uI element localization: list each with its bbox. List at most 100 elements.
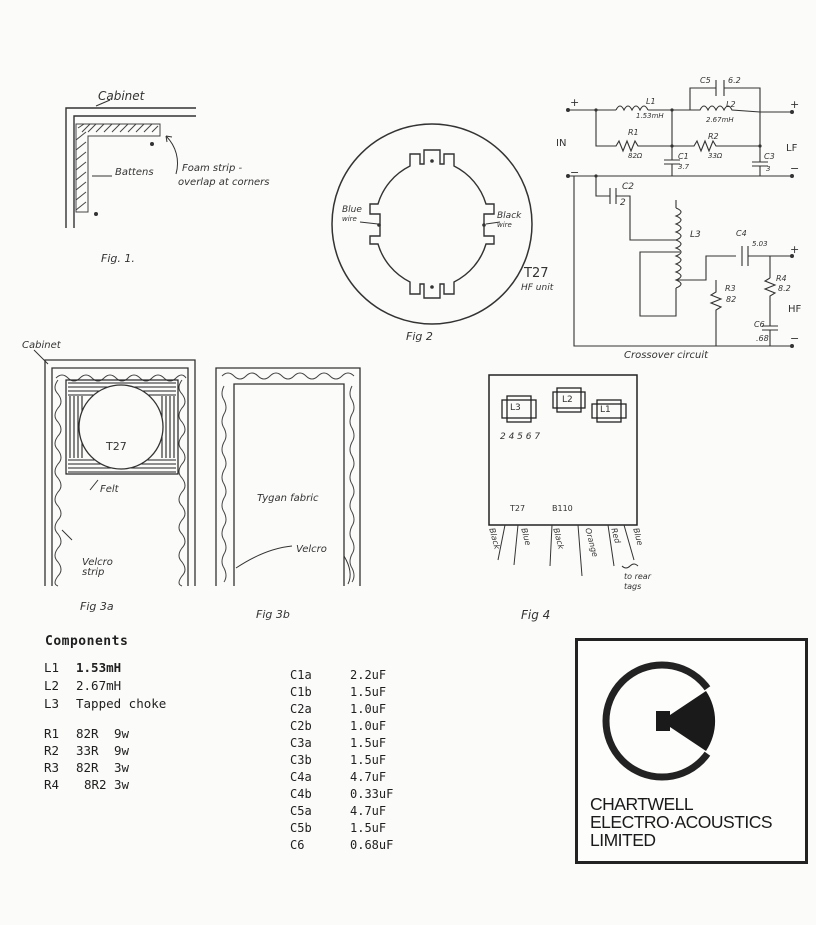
fig4-b110: B110 — [552, 504, 573, 513]
lf-label: LF — [786, 143, 798, 154]
r4-label: R4 — [776, 274, 787, 283]
lf-minus: − — [790, 162, 800, 175]
l2-label: L2 — [726, 100, 736, 109]
r3-resistor — [709, 280, 723, 316]
c6-label: C6 — [754, 320, 765, 329]
in-minus: − — [570, 166, 580, 179]
c5-branch — [689, 87, 761, 112]
fig3b-velcro-leader-left — [235, 545, 293, 569]
hf-label: HF — [788, 304, 802, 315]
fig3a-caption: Fig 3a — [80, 600, 114, 613]
c4-value: 5.03 — [752, 240, 768, 248]
fig3a-felt-label: Felt — [100, 484, 119, 495]
fig3b-fabric-label: Tygan fabric — [257, 493, 319, 504]
fig2-caption: Fig 2 — [406, 330, 433, 343]
r2-label: R2 — [708, 132, 719, 141]
fig1-foam-leader — [165, 135, 179, 175]
c2-capacitor — [595, 176, 644, 241]
c5-label: C5 — [700, 76, 711, 85]
c3-label: C3 — [764, 152, 775, 161]
fig4-wire-0: Black — [487, 527, 502, 551]
c1-label: C1 — [678, 152, 689, 161]
fig3b-velcro-leader-right — [343, 555, 351, 585]
crossover-caption: Crossover circuit — [624, 350, 709, 361]
l1-value: 1.53mH — [636, 112, 664, 120]
r2-value: 33Ω — [708, 152, 723, 160]
l3-label: L3 — [690, 230, 701, 240]
r1-label: R1 — [628, 128, 639, 137]
fig2-unit-desc: HF unit — [521, 283, 554, 293]
fig3a-t27-unit — [78, 384, 164, 470]
fig1-cabinet-label: Cabinet — [98, 89, 145, 103]
lf-plus: + — [790, 98, 800, 111]
in-plus: + — [570, 96, 580, 109]
r4-value: 8.2 — [778, 284, 791, 293]
c4-capacitor — [676, 246, 771, 281]
in-label: IN — [556, 138, 567, 149]
fig4-taps: 2 4 5 6 7 — [500, 432, 541, 442]
l3-coil — [674, 207, 682, 289]
l2-coil — [690, 105, 761, 113]
r3-value: 82 — [726, 295, 737, 304]
fig3a-cabinet-label: Cabinet — [22, 340, 61, 351]
fig4-l3-label: L3 — [510, 403, 521, 413]
c5-plates — [715, 80, 725, 96]
fig4-l1-label: L1 — [600, 405, 611, 415]
c4-label: C4 — [736, 229, 747, 238]
c2-value: 2 — [620, 198, 626, 208]
fig3b-caption: Fig 3b — [256, 608, 290, 621]
fig3a-unit-label: T27 — [106, 440, 127, 453]
r4-resistor — [763, 277, 777, 326]
hf-minus: − — [790, 332, 800, 345]
hf-plus: + — [790, 243, 800, 256]
fig3b-velcro-border — [221, 372, 355, 583]
fig2-inner-cutout — [369, 149, 495, 299]
fig4-caption: Fig 4 — [521, 608, 551, 622]
fig1-battens-label: Battens — [115, 167, 154, 178]
fig1-caption: Fig. 1. — [101, 252, 135, 265]
fig1-screw — [150, 142, 154, 146]
c3-value: 3 — [766, 165, 771, 173]
fig3a-felt-hatch — [68, 382, 176, 473]
l1-coil — [615, 105, 649, 112]
r3-label: R3 — [725, 284, 736, 293]
c1-value: 3.7 — [678, 163, 690, 171]
fig4-t27: T27 — [510, 504, 526, 513]
c2-label: C2 — [622, 182, 635, 192]
fig4-wire-1: Blue — [519, 527, 533, 547]
fig4-wire-4: Red — [609, 527, 623, 545]
fig1-screw — [94, 212, 98, 216]
c5-value: 6.2 — [728, 76, 741, 85]
fig4-l2-label: L2 — [562, 395, 573, 405]
l2-value: 2.67mH — [706, 116, 734, 124]
c6-value: .68 — [756, 334, 769, 343]
fig3a-velcro-border — [54, 374, 187, 587]
fig2-unit-name: T27 — [524, 266, 549, 281]
components-title: Components — [45, 634, 129, 649]
fig4-wire-2: Black — [551, 527, 566, 551]
c1-capacitor — [664, 146, 680, 176]
fig3b-velcro-label: Velcro — [296, 544, 327, 555]
chartwell-logo-mark — [602, 661, 724, 781]
r1-value: 82Ω — [628, 152, 643, 160]
